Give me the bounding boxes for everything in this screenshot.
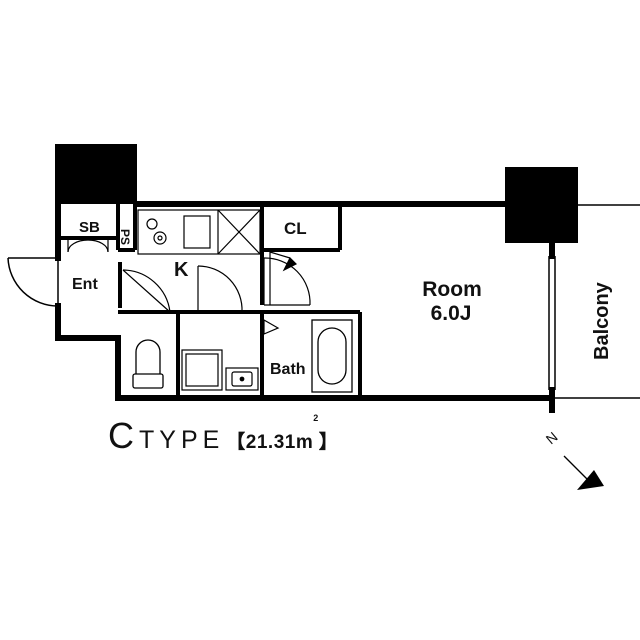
closet-door: [269, 251, 298, 305]
room-door: [263, 257, 311, 306]
column-left: [55, 144, 137, 204]
kitchen-label: K: [174, 259, 189, 281]
area-value: 【21.31m: [226, 432, 314, 453]
bath-door-marker: [263, 318, 280, 335]
ps-label: PS: [118, 229, 132, 245]
type-letter: C: [108, 415, 135, 456]
balcony-window: [548, 256, 556, 390]
shoe-box-doors: [67, 239, 109, 253]
type-word: TYPE: [139, 426, 225, 454]
entrance-label: Ent: [72, 276, 98, 293]
column-right: [505, 167, 578, 243]
sink-icon: [183, 215, 211, 249]
washroom-door: [197, 265, 243, 313]
north-label: N: [543, 429, 561, 448]
north-arrow-icon: N: [543, 429, 604, 490]
bath-label: Bath: [270, 361, 306, 378]
room-size-label: 6.0J: [431, 302, 472, 325]
washer-space-icon: [181, 349, 223, 391]
sb-label: SB: [79, 219, 100, 236]
outer-walls: [55, 201, 555, 413]
kitchen-counter: [137, 209, 261, 255]
stove-icon: [146, 218, 167, 245]
area-label: 【21.31m 2 】: [226, 413, 339, 453]
wash-basin-icon: [225, 367, 259, 391]
area-unit-sup: 2: [313, 413, 319, 423]
area-close: 】: [318, 432, 339, 453]
balcony-label: Balcony: [591, 281, 613, 360]
bathtub-icon: [311, 319, 353, 393]
toilet-icon: [132, 339, 164, 389]
closet-label: CL: [284, 219, 307, 238]
toilet-door: [122, 269, 171, 313]
interior-walls: [60, 204, 362, 396]
room-name-label: Room: [422, 278, 482, 301]
entrance-door: [7, 257, 59, 307]
balcony-outline: [552, 204, 640, 399]
